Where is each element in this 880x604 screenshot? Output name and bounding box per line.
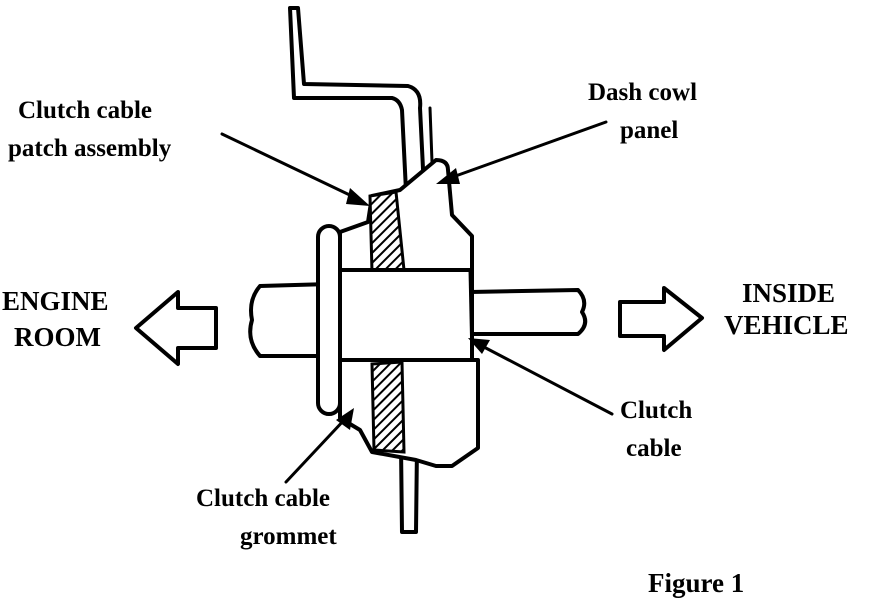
label-grommet-line2: grommet <box>240 523 337 550</box>
label-engine-room-line2: ROOM <box>14 322 101 352</box>
label-patch-assembly-line1: Clutch cable <box>18 97 152 124</box>
label-engine-room-line1: ENGINE <box>2 286 109 316</box>
label-inside-vehicle-line1: INSIDE <box>742 278 835 308</box>
label-dash-cowl-line1: Dash cowl <box>588 79 697 106</box>
engine-room-arrow <box>134 290 218 366</box>
leader-grommet <box>284 408 354 484</box>
leader-patch-assembly <box>220 132 370 206</box>
label-patch-assembly-line2: patch assembly <box>8 135 172 162</box>
clutch-cable-rod <box>248 268 588 362</box>
label-grommet-line1: Clutch cable <box>196 485 330 512</box>
inside-vehicle-arrow <box>618 286 704 352</box>
label-dash-cowl-line2: panel <box>620 117 678 144</box>
patch-assembly <box>368 190 406 454</box>
label-clutch-cable-line2: cable <box>626 435 682 462</box>
label-clutch-cable-line1: Clutch <box>620 397 692 424</box>
grommet-flange <box>316 224 342 416</box>
figure-caption: Figure 1 <box>648 568 744 598</box>
leader-dash-cowl <box>436 120 608 184</box>
label-inside-vehicle-line2: VEHICLE <box>724 310 849 340</box>
leader-clutch-cable <box>468 338 614 416</box>
